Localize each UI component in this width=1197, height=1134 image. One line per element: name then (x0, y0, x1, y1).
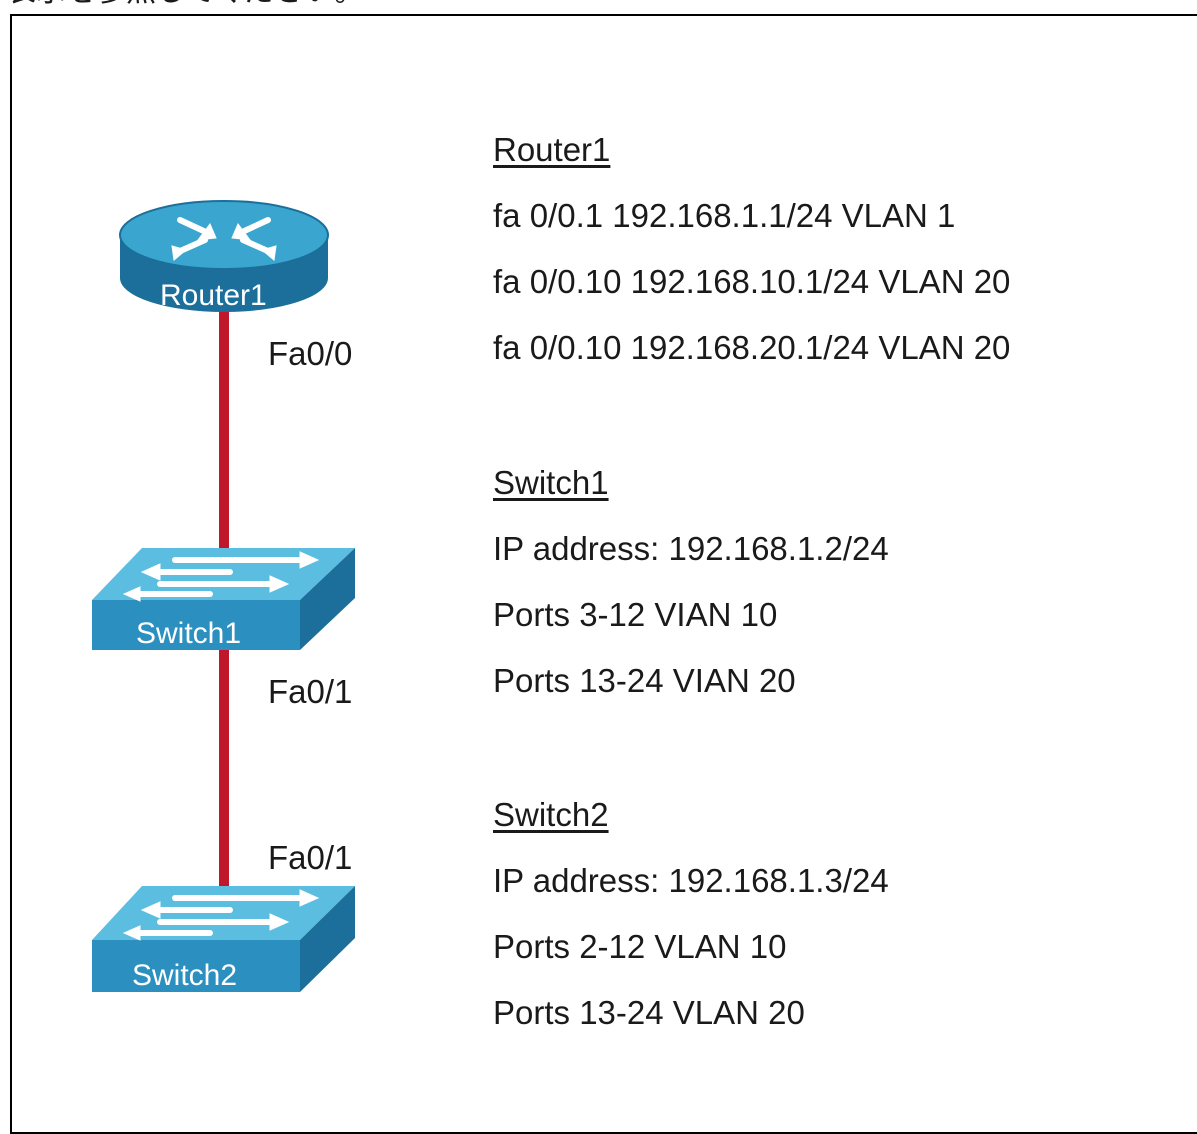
switch2-icon (92, 886, 355, 992)
router-label: Router1 (160, 279, 267, 312)
switch2-port-label: Fa0/1 (268, 839, 353, 876)
switch2-config-heading: Switch2 (493, 796, 609, 833)
switch1-config-heading: Switch1 (493, 464, 609, 501)
switch1-config-line: IP address: 192.168.1.2/24 (493, 530, 889, 567)
switch2-config-line: IP address: 192.168.1.3/24 (493, 862, 889, 899)
switch2-label: Switch2 (132, 959, 238, 992)
switch1-label: Switch1 (136, 617, 242, 650)
caption: 表示を参照してください。 (6, 0, 364, 10)
router1-config-line: fa 0/0.10 192.168.10.1/24 VLAN 20 (493, 263, 1011, 300)
switch1-port-label: Fa0/1 (268, 673, 353, 710)
switch1-config-line: Ports 13-24 VIAN 20 (493, 662, 796, 699)
switch2-config-line: Ports 13-24 VLAN 20 (493, 994, 805, 1031)
router1-config-line: fa 0/0.1 192.168.1.1/24 VLAN 1 (493, 197, 956, 234)
router1-config-heading: Router1 (493, 131, 611, 168)
switch1-icon (92, 548, 355, 650)
switch2-config-line: Ports 2-12 VLAN 10 (493, 928, 787, 965)
router1-config-line: fa 0/0.10 192.168.20.1/24 VLAN 20 (493, 329, 1011, 366)
topology-diagram (92, 200, 355, 992)
router-icon (119, 200, 329, 312)
router-port-label: Fa0/0 (268, 335, 353, 372)
switch1-config-line: Ports 3-12 VIAN 10 (493, 596, 778, 633)
